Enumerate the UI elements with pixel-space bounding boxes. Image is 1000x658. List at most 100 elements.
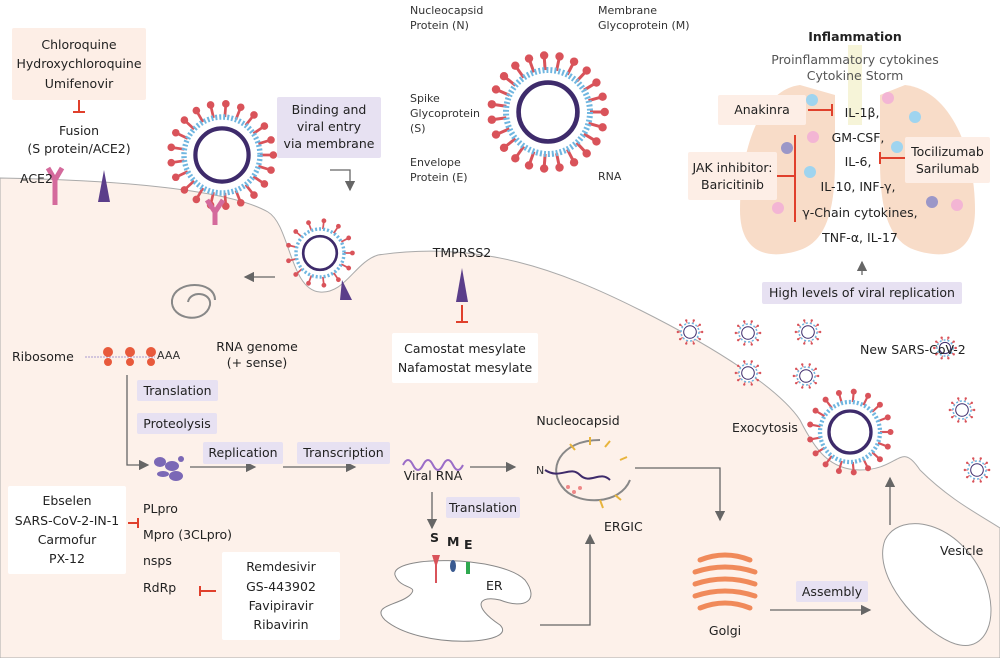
binding-line: Binding and bbox=[291, 102, 367, 118]
translation-box: Translation bbox=[137, 380, 218, 401]
drug-ribavirin: Ribavirin bbox=[253, 617, 309, 633]
virus-particle-icon bbox=[487, 51, 609, 173]
drug-sars-cov-2-in-1: SARS-CoV-2-IN-1 bbox=[14, 512, 120, 528]
il6-inhibitor-box: Tocilizumab Sarilumab bbox=[905, 137, 990, 183]
viral-proteins-icon bbox=[154, 456, 184, 481]
virus-particle-icon bbox=[734, 360, 762, 386]
label-line: (S) bbox=[410, 121, 426, 135]
ergic-label: ERGIC bbox=[604, 519, 643, 534]
s-label: S bbox=[430, 530, 440, 545]
label-line: Protein (N) bbox=[410, 18, 469, 32]
fusion-sub-label: (S protein/ACE2) bbox=[27, 141, 131, 156]
virus-particle-icon bbox=[167, 100, 278, 210]
drug-chloroquine: Chloroquine bbox=[41, 36, 117, 52]
jak-line: JAK inhibitor: bbox=[692, 159, 773, 175]
virus-particle-icon bbox=[933, 336, 957, 360]
cell-dot-icon bbox=[926, 196, 938, 208]
assembly-box: Assembly bbox=[796, 581, 868, 602]
cell-dot-icon bbox=[891, 141, 903, 153]
virus-particle-icon bbox=[734, 320, 762, 346]
new-virus-label: New SARS-CoV-2 bbox=[860, 342, 966, 357]
drug-sarilumab: Sarilumab bbox=[915, 161, 980, 176]
ergic-icon bbox=[544, 437, 631, 509]
virus-particle-icon bbox=[948, 397, 976, 423]
viral-rna-label: Viral RNA bbox=[403, 468, 463, 483]
ace2-receptor-icon bbox=[45, 166, 226, 225]
protease-inhibitor-drugs: Ebselen SARS-CoV-2-IN-1 Carmofur PX-12 bbox=[8, 486, 126, 574]
nucleocapsid-label: Nucleocapsid bbox=[536, 413, 620, 428]
cytokine-gamma-chain: γ-Chain cytokines, bbox=[802, 205, 918, 220]
poly-a-label: AAA bbox=[157, 349, 181, 362]
virus-particle-icon bbox=[676, 319, 704, 345]
drug-camostat: Camostat mesylate bbox=[404, 340, 526, 356]
jak-inhibitor-box: JAK inhibitor: Baricitinib bbox=[688, 152, 777, 200]
e-label: E bbox=[464, 537, 473, 552]
label-line: Envelope bbox=[410, 156, 461, 169]
fusion-label: Fusion bbox=[59, 123, 99, 138]
viral-replication-trigger-box: High levels of viral replication bbox=[762, 282, 962, 304]
ribosome-icon bbox=[85, 347, 156, 366]
drug-carmofur: Carmofur bbox=[37, 532, 97, 547]
cell-dot-icon bbox=[807, 131, 819, 143]
subtitle-line: Proinflammatory cytokines bbox=[771, 52, 939, 67]
drug-tocilizumab: Tocilizumab bbox=[911, 143, 984, 159]
binding-entry-box: Binding and viral entry via membrane bbox=[277, 97, 381, 158]
cell-dot-icon bbox=[882, 92, 894, 104]
golgi-icon bbox=[692, 552, 758, 611]
rna-label: RNA bbox=[598, 170, 622, 183]
drug-ebselen: Ebselen bbox=[42, 493, 92, 509]
anakinra-box: Anakinra bbox=[718, 95, 806, 125]
drug-remdesivir: Remdesivir bbox=[246, 559, 316, 575]
cytokine-il1b: IL-1β, bbox=[844, 105, 880, 120]
viral-rna-icon bbox=[402, 459, 464, 471]
proteolysis-box: Proteolysis bbox=[137, 413, 217, 434]
target-rdrp: RdRp bbox=[143, 580, 177, 595]
tmprss2-inhibitor-drugs: Camostat mesylate Nafamostat mesylate bbox=[392, 333, 538, 383]
transcription-box: Transcription bbox=[297, 442, 390, 464]
label-line: Protein (E) bbox=[410, 170, 468, 184]
tmprss2-icon bbox=[456, 268, 468, 302]
target-plpro: PLpro bbox=[143, 501, 178, 516]
cytokine-tnfa-il17: TNF-α, IL-17 bbox=[822, 230, 898, 245]
virus-particle-icon bbox=[286, 218, 355, 288]
target-mpro: Mpro (3CLpro) bbox=[143, 527, 233, 542]
cell-dot-icon bbox=[909, 111, 921, 123]
drug-nafamostat: Nafamostat mesylate bbox=[397, 360, 533, 375]
label-line: Nucleocapsid bbox=[410, 4, 484, 17]
golgi-label: Golgi bbox=[708, 623, 742, 638]
drug-px-12: PX-12 bbox=[49, 551, 85, 567]
rna-genome-line: (+ sense) bbox=[226, 355, 288, 371]
binding-line: viral entry bbox=[296, 119, 362, 135]
n-terminal-label: N bbox=[536, 464, 545, 477]
er-label: ER bbox=[486, 578, 503, 593]
entry-inhibitor-drugs: Chloroquine Hydroxychloroquine Umifenovi… bbox=[12, 28, 146, 100]
ace2-label: ACE2 bbox=[20, 171, 53, 186]
host-cell bbox=[0, 177, 1000, 658]
cell-dot-icon bbox=[772, 202, 784, 214]
subtitle-line: Cytokine Storm bbox=[806, 68, 904, 84]
replication-box: Replication bbox=[203, 442, 283, 464]
label-line: Membrane bbox=[598, 4, 657, 17]
cell-dot-icon bbox=[951, 199, 963, 211]
drug-hydroxychloroquine: Hydroxychloroquine bbox=[16, 56, 142, 72]
rna-genome-icon bbox=[170, 284, 216, 319]
label-line: Glycoprotein (M) bbox=[598, 18, 690, 32]
virus-particle-icon bbox=[807, 388, 894, 476]
inflammation-title: Inflammation bbox=[808, 29, 902, 44]
drug-favipiravir: Favipiravir bbox=[248, 598, 314, 613]
virus-particle-icon bbox=[963, 457, 991, 483]
virus-particle-icon bbox=[792, 363, 820, 389]
cytokine-gmcsf: GM-CSF, bbox=[831, 130, 885, 145]
tmprss2-icon bbox=[98, 170, 110, 202]
translation-box-2: Translation bbox=[446, 497, 520, 518]
cell-dot-icon bbox=[781, 142, 793, 154]
vesicle-label: Vesicle bbox=[940, 543, 984, 558]
virus-particle-icon bbox=[794, 319, 822, 345]
label-line: Spike bbox=[410, 92, 440, 105]
tmprss2-label: TMPRSS2 bbox=[432, 245, 492, 260]
